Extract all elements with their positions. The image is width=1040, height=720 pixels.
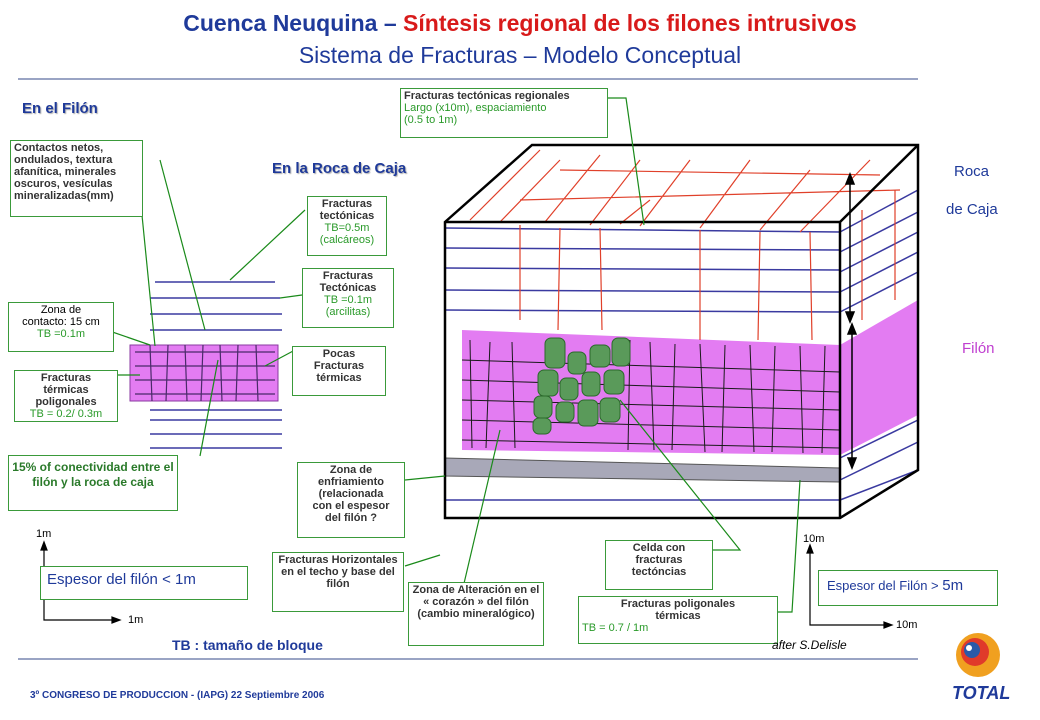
total-logo <box>956 633 1000 677</box>
enf-l2: enfriamiento <box>317 476 384 488</box>
alt-text: Zona de Alteración en el « corazón » del… <box>412 584 540 620</box>
pt-l2: térmicas <box>655 610 701 622</box>
pt-tb: TB = 0.7 / 1m <box>582 622 649 634</box>
page-title: Cuenca Neuquina – Síntesis regional de l… <box>0 10 1040 37</box>
block-diagram <box>443 143 920 520</box>
small-sketch <box>150 281 282 449</box>
scale-left-h: 1m <box>128 614 144 626</box>
pocas-l2: Fracturas <box>313 360 365 372</box>
scale-left-v: 1m <box>36 528 52 540</box>
tp-tb: TB = 0.2/ 0.3m <box>29 408 103 420</box>
footer-text: 3º CONGRESO DE PRODUCCION - (IAPG) 22 Se… <box>30 690 325 701</box>
callout-contactos: Contactos netos, ondulados, textura afan… <box>10 140 143 217</box>
callout-poligonales-termicas: Fracturas poligonales térmicas TB = 0.7 … <box>578 596 778 644</box>
celda-l3: tectóncias <box>631 566 687 578</box>
ta-l2: Tectónicas <box>319 282 377 294</box>
zona-contacto-l2: contacto: 15 cm <box>22 316 100 328</box>
enf-l3: (relacionada <box>318 488 384 500</box>
tc-l1: Fracturas <box>321 198 373 210</box>
callout-termicas-poligonales: Fracturas térmicas poligonales TB = 0.2/… <box>14 370 118 422</box>
scale-right-v: 10m <box>803 533 825 545</box>
conectividad-text: 15% of conectividad entre el filón y la … <box>12 460 174 489</box>
title-part1: Cuenca Neuquina – <box>183 10 404 36</box>
callout-celda: Celda con fracturas tectóncias <box>605 540 713 590</box>
horiz-text: Fracturas Horizontales en el techo y bas… <box>278 554 398 590</box>
callout-tect-calcareos: Fracturas tectónicas TB=0.5m (calcáreos) <box>307 196 387 256</box>
callout-pocas: Pocas Fracturas térmicas <box>292 346 386 396</box>
label-filon: Filón <box>962 340 995 357</box>
page-subtitle: Sistema de Fracturas – Modelo Conceptual <box>298 42 742 68</box>
pt-l1: Fracturas poligonales <box>620 598 736 610</box>
tc-l2: tectónicas <box>319 210 375 222</box>
reg-l2: Largo (x10m), espaciamiento <box>404 102 547 114</box>
right-arrows <box>844 171 858 471</box>
callout-alteracion: Zona de Alteración en el « corazón » del… <box>408 582 544 646</box>
ta-tb: TB =0.1m <box>324 294 372 306</box>
small-filon <box>129 344 279 402</box>
tc-tb: TB=0.5m <box>324 222 370 234</box>
after-credit: after S.Delisle <box>772 638 847 652</box>
top-divider <box>18 78 918 80</box>
callout-conectividad: 15% of conectividad entre el filón y la … <box>8 455 178 511</box>
scale-bars <box>40 540 894 629</box>
callout-zona-contacto: Zona de contacto: 15 cm TB =0.1m <box>8 302 114 352</box>
reg-l3: (0.5 to 1m) <box>404 114 458 126</box>
tc-l4: (calcáreos) <box>319 234 375 246</box>
tp-l2: térmicas <box>43 384 89 396</box>
label-roca: Roca <box>954 163 990 180</box>
zona-contacto-tb: TB =0.1m <box>37 328 85 340</box>
pocas-l3: térmicas <box>316 372 362 384</box>
callout-horizontales: Fracturas Horizontales en el techo y bas… <box>272 552 404 612</box>
label-de-caja: de Caja <box>946 201 998 218</box>
section-en-la-roca-de-caja: En la Roca de Caja <box>272 160 407 177</box>
ta-l4: (arcilitas) <box>325 306 371 318</box>
green-cells <box>532 337 631 435</box>
celda-l2: fracturas <box>635 554 683 566</box>
callout-tect-arcilitas: Fracturas Tectónicas TB =0.1m (arcilitas… <box>302 268 394 328</box>
reg-l1: Fracturas tectónicas regionales <box>404 90 570 102</box>
pocas-l1: Pocas <box>322 348 356 360</box>
callout-regionales: Fracturas tectónicas regionales Largo (x… <box>400 88 608 138</box>
enf-l1: Zona de <box>329 464 373 476</box>
section-en-el-filon: En el Filón <box>22 100 98 117</box>
ta-l1: Fracturas <box>322 270 374 282</box>
espesor-left-text: Espesor del filón < 1m <box>47 571 196 588</box>
espesor-right-text: Espesor del Filón > <box>827 578 943 593</box>
espesor-right-value: 5m <box>942 577 964 594</box>
celda-l1: Celda con <box>632 542 686 554</box>
enf-l5: del filón <box>325 512 368 524</box>
tp-l3: poligonales <box>35 396 97 408</box>
scale-right-h: 10m <box>896 619 918 631</box>
tb-legend: TB : tamaño de bloque <box>172 637 323 653</box>
callout-enfriamiento: Zona de enfriamiento (relacionada con el… <box>297 462 405 538</box>
tp-l1: Fracturas <box>40 372 92 384</box>
enf-l6: ? <box>370 512 377 524</box>
bottom-divider <box>18 658 918 660</box>
espesor-right: Espesor del Filón > 5m <box>818 570 998 606</box>
zona-contacto-l1: Zona de <box>40 304 82 316</box>
total-logo-text: TOTAL <box>952 683 1011 703</box>
leader-lines <box>91 97 801 613</box>
contactos-text: Contactos netos, ondulados, textura afan… <box>14 142 117 202</box>
enf-l4: con el espesor <box>312 500 390 512</box>
espesor-left: Espesor del filón < 1m <box>40 566 248 600</box>
title-part2: Síntesis regional de los filones intrusi… <box>403 10 857 36</box>
